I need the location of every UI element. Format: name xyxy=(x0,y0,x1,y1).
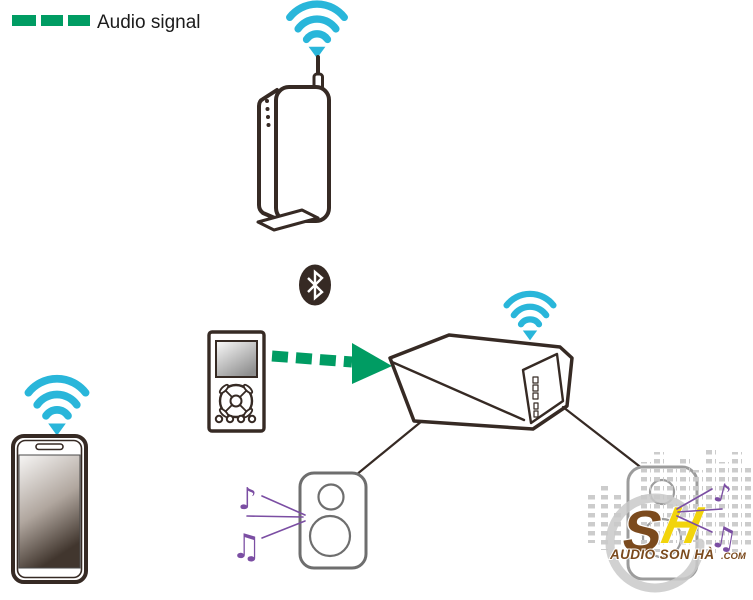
streaming-receiver xyxy=(388,294,574,431)
woofer xyxy=(308,514,352,558)
smartphone xyxy=(11,379,86,584)
sound-lines-right xyxy=(676,488,723,533)
speaker-wire-left xyxy=(354,419,424,477)
router-leds xyxy=(265,99,271,127)
phone-screen xyxy=(18,454,81,569)
wifi-router xyxy=(256,4,345,232)
sound-lines-left xyxy=(246,495,306,539)
receiver-front-panel xyxy=(521,352,565,425)
router-body xyxy=(256,85,331,232)
player-screen xyxy=(215,340,258,378)
audio-signal-dash-icon xyxy=(12,15,90,26)
music-note-icon: ♫ xyxy=(707,519,740,558)
bluetooth-icon xyxy=(299,264,331,306)
legend-label: Audio signal xyxy=(97,12,201,33)
watermark-suffix: .COM xyxy=(721,551,747,562)
wifi-icon xyxy=(290,4,345,58)
audio-signal-arrow xyxy=(271,343,392,384)
music-note-icon: ♫ xyxy=(231,527,261,567)
phone-earpiece xyxy=(35,443,64,451)
wifi-icon xyxy=(28,379,85,436)
speaker-left xyxy=(298,471,368,570)
music-note-icon: ♪ xyxy=(238,482,257,517)
player-dpad xyxy=(218,383,254,419)
watermark-swirl xyxy=(605,493,705,593)
audio-signal-legend: Audio signal xyxy=(12,12,201,33)
speaker-wire-right xyxy=(561,405,645,471)
music-note-icon: ♪ xyxy=(711,478,734,511)
portable-audio-player xyxy=(207,330,266,433)
wifi-icon xyxy=(507,294,554,341)
watermark-brand: AUDIO SON HÀ xyxy=(609,547,715,562)
player-buttons xyxy=(214,414,257,424)
tweeter xyxy=(317,483,345,511)
receiver-panel-buttons xyxy=(532,376,539,418)
